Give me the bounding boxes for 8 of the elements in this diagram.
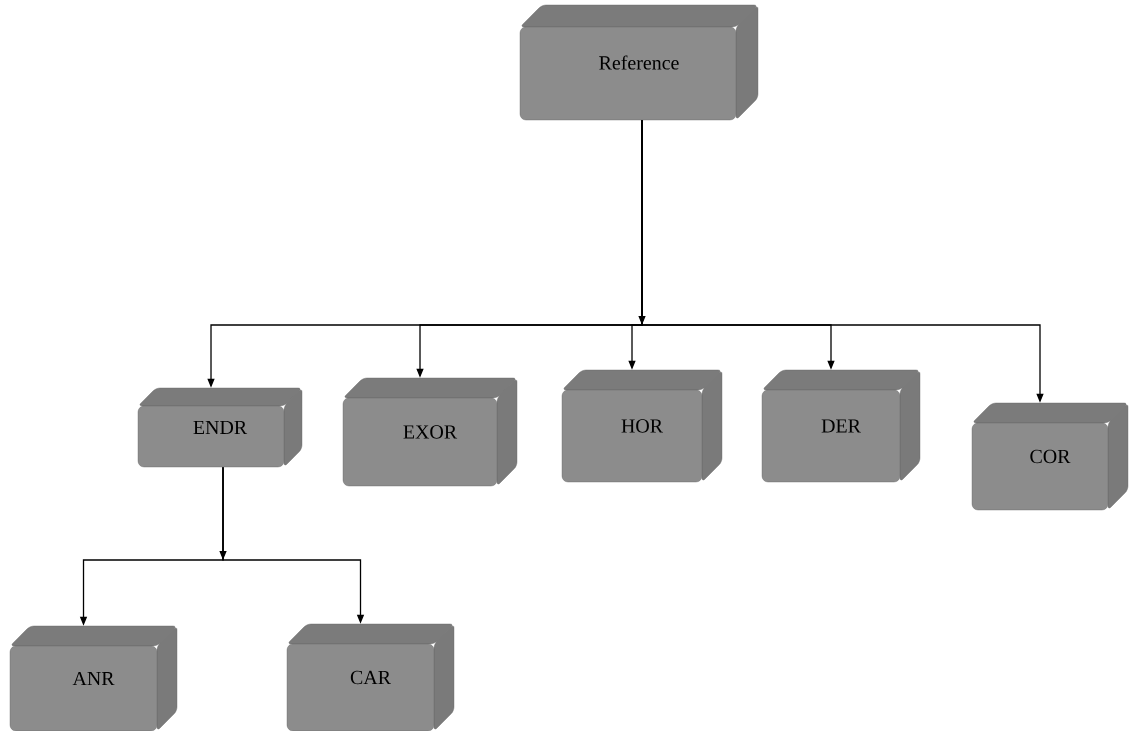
box: ANR — [9, 625, 178, 731]
box: COR — [971, 402, 1129, 511]
box: EXOR — [342, 377, 518, 487]
box: Reference — [519, 4, 759, 121]
box: CAR — [286, 623, 455, 731]
box: ENDR — [137, 387, 303, 468]
box: HOR — [561, 369, 723, 483]
box: DER — [761, 369, 921, 483]
